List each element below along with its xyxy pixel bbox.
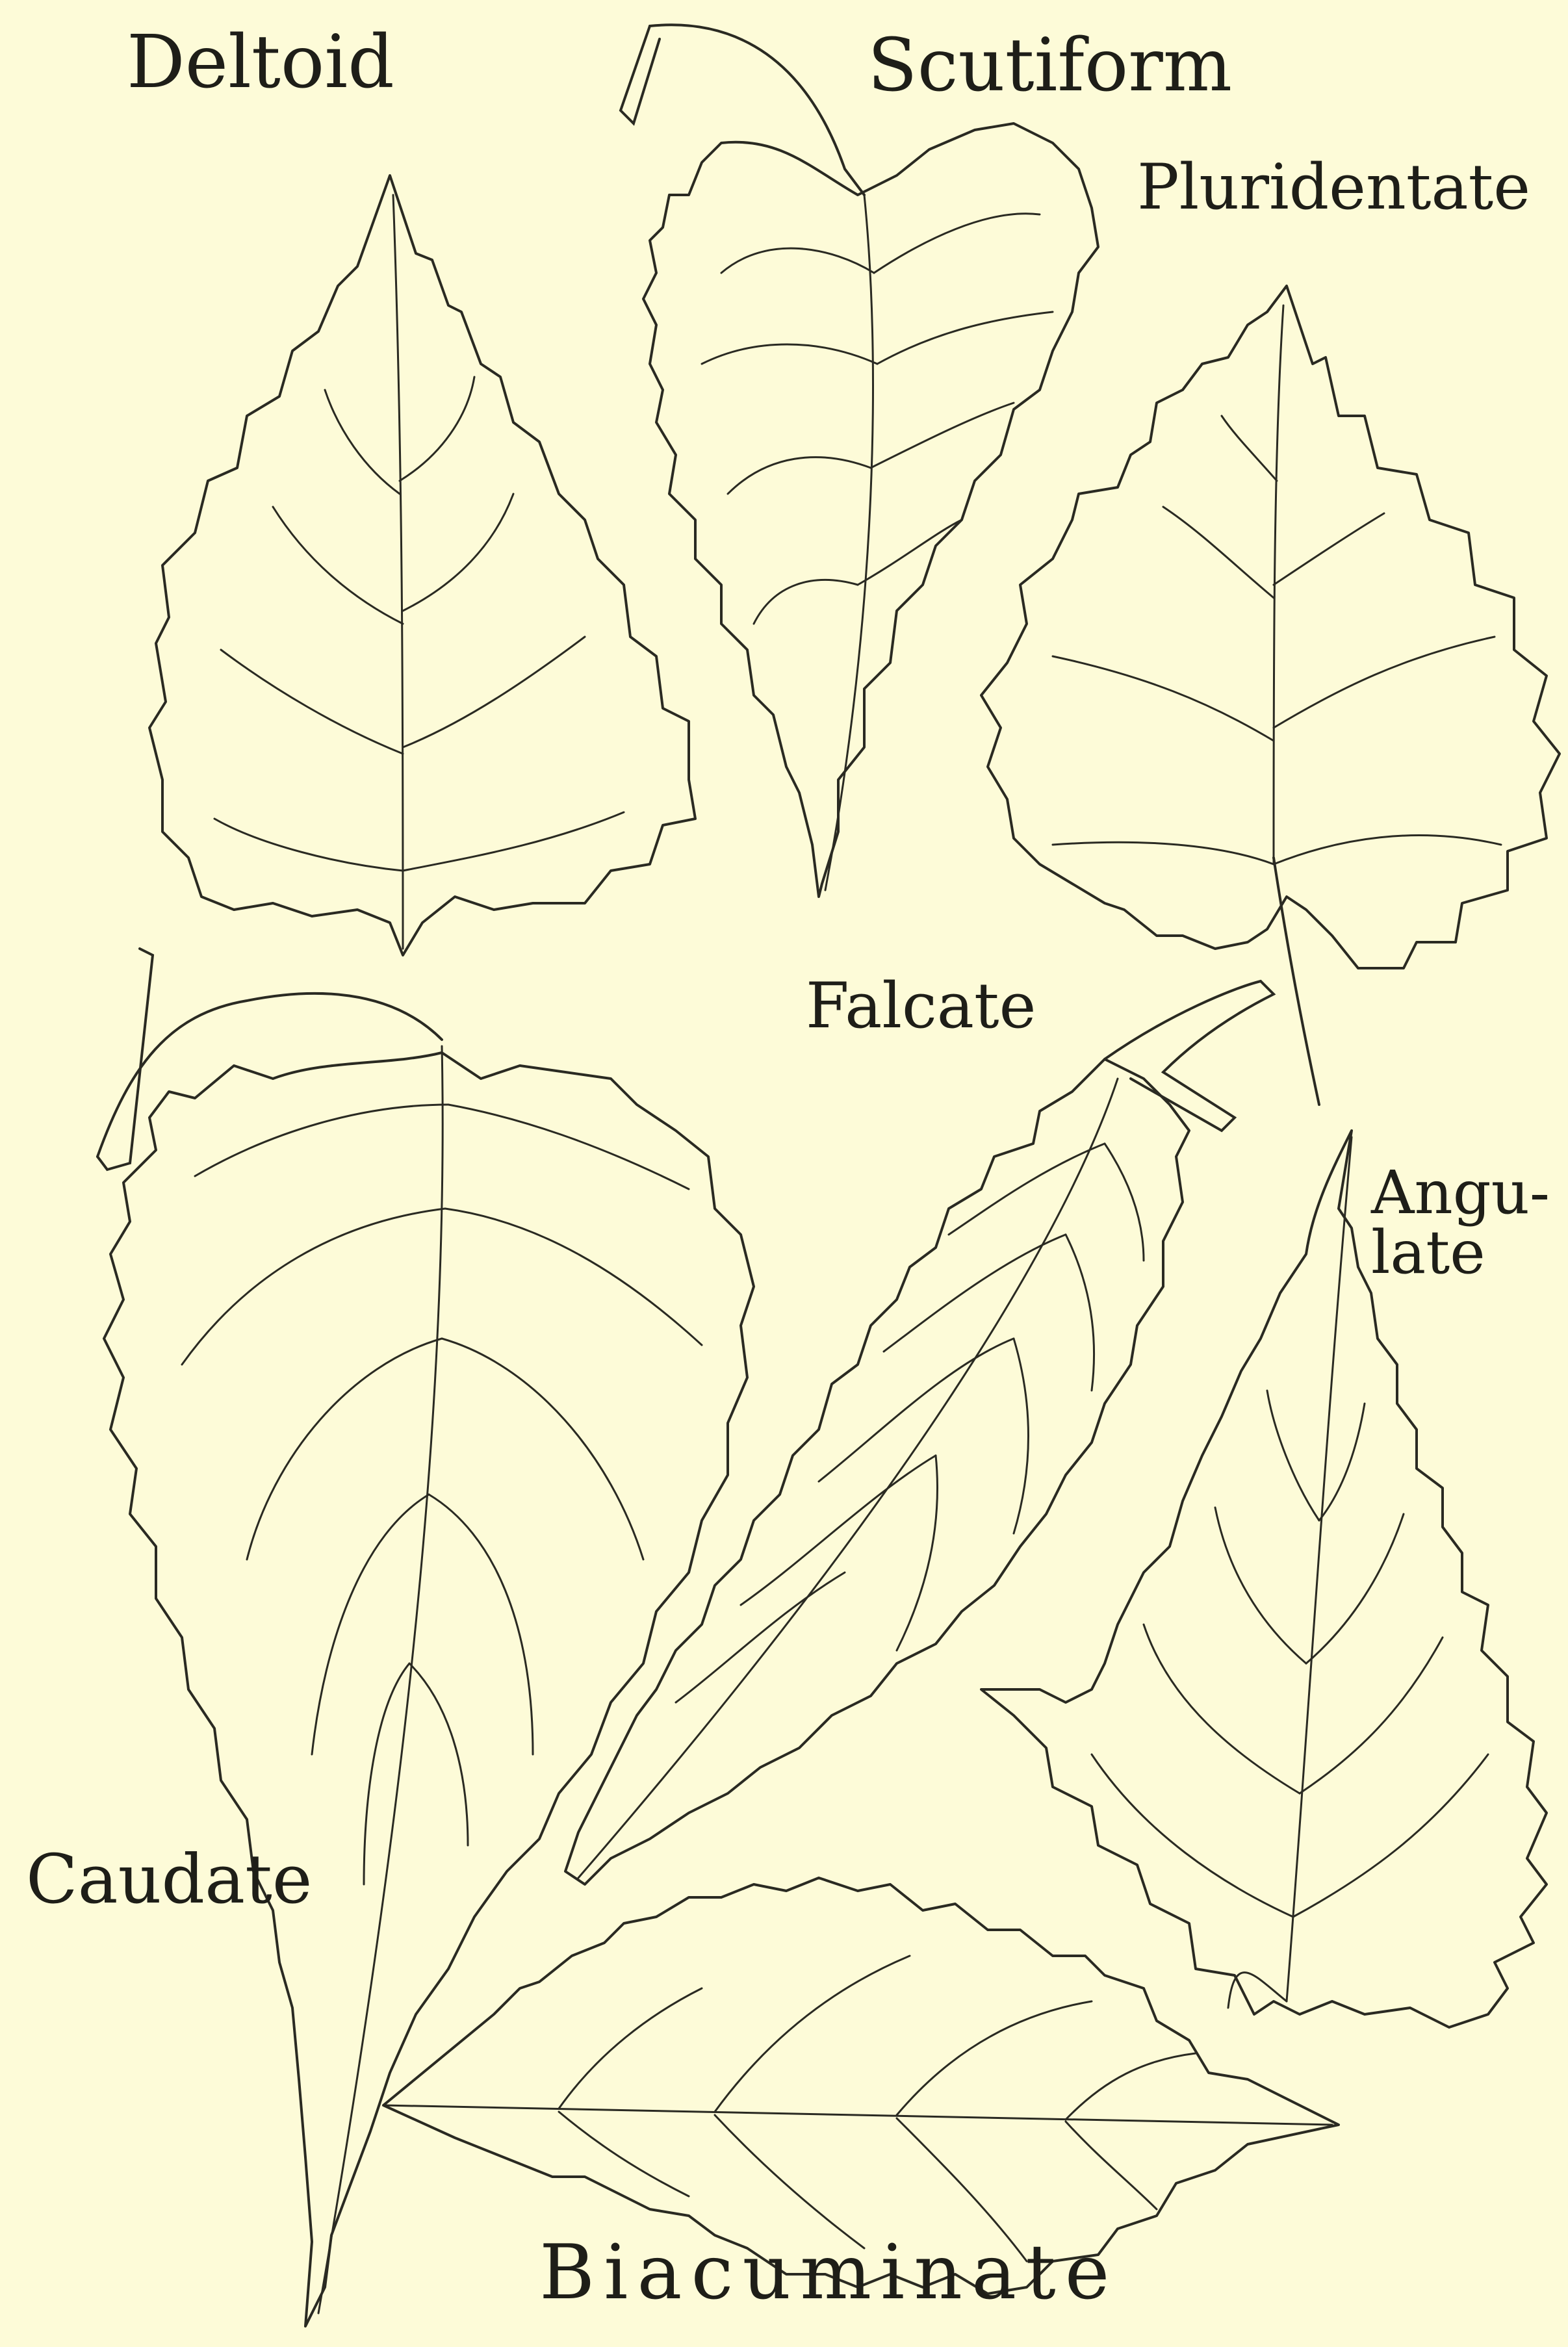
pluridentate-leaf [981, 286, 1560, 1105]
pluridentate-label: Pluridentate [1137, 156, 1530, 218]
scutiform-label: Scutiform [868, 29, 1232, 102]
caudate-label: Caudate [26, 1845, 312, 1913]
scutiform-leaf [621, 25, 1098, 897]
biacuminate-label: Biacuminate [539, 2235, 1118, 2311]
caudate-leaf [97, 949, 754, 2326]
deltoid-leaf [149, 175, 695, 955]
angulate-label: Angu- late [1371, 1163, 1553, 1283]
falcate-label: Falcate [806, 975, 1036, 1037]
deltoid-label: Deltoid [127, 26, 394, 99]
falcate-leaf [565, 981, 1274, 1884]
